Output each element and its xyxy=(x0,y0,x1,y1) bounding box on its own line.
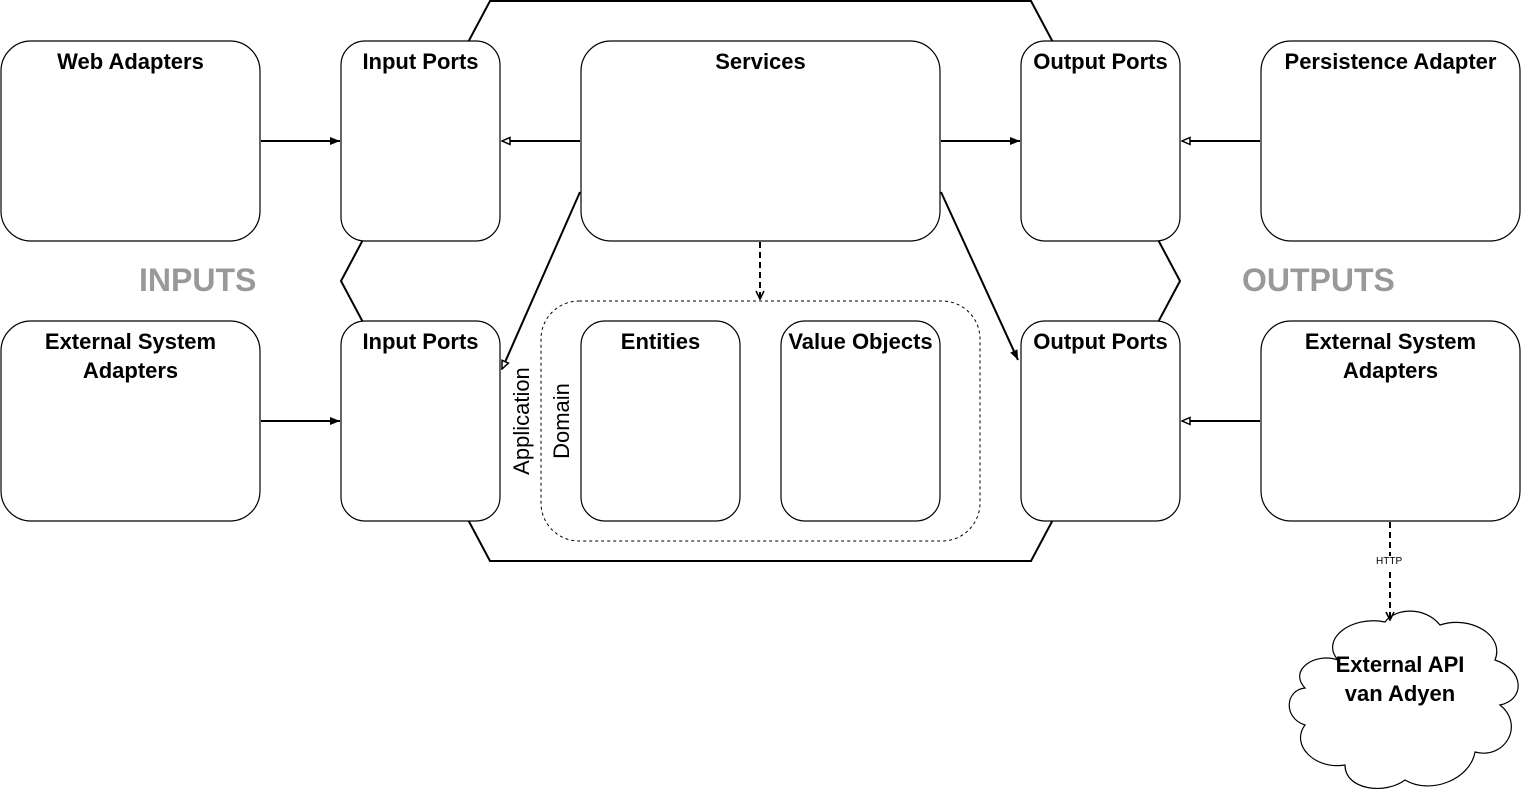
external-api-label-line1: External API xyxy=(1335,652,1465,677)
external-system-adapters-in-label: External System Adapters xyxy=(44,329,217,383)
web-adapters-box xyxy=(0,40,261,242)
value-objects-label: Value Objects xyxy=(788,329,933,354)
input-ports-top-label: Input Ports xyxy=(362,49,479,74)
services-box xyxy=(580,40,941,242)
output-ports-top-label: Output Ports xyxy=(1033,49,1168,74)
output-ports-top-box xyxy=(1020,40,1181,242)
input-ports-top-box xyxy=(340,40,501,242)
external-system-adapters-out-label: External System Adapters xyxy=(1304,329,1477,383)
input-ports-bottom-box xyxy=(340,320,501,522)
input-ports-bottom-label: Input Ports xyxy=(362,329,479,354)
external-api-label-line2: van Adyen xyxy=(1344,681,1456,706)
output-ports-bottom-box xyxy=(1020,320,1181,522)
services-label: Services xyxy=(715,49,806,74)
outputs-region-label: OUTPUTS xyxy=(1242,262,1395,298)
external-system-adapters-in-box xyxy=(0,320,261,522)
domain-region-label: Domain xyxy=(549,383,574,459)
entities-box xyxy=(580,320,741,522)
external-api-cloud xyxy=(1288,610,1519,789)
value-objects-box xyxy=(780,320,941,522)
inputs-region-label: INPUTS xyxy=(139,262,257,298)
web-adapters-label: Web Adapters xyxy=(57,49,204,74)
application-region-label: Application xyxy=(509,367,534,475)
external-system-adapters-out-box xyxy=(1260,320,1521,522)
edge-services-to-output-bottom xyxy=(940,191,1019,361)
entities-label: Entities xyxy=(620,329,701,354)
edge-services-to-input-bottom xyxy=(501,191,581,369)
persistence-adapter-box xyxy=(1260,40,1521,242)
http-edge-label: HTTP xyxy=(1375,556,1404,568)
output-ports-bottom-label: Output Ports xyxy=(1033,329,1168,354)
persistence-adapter-label: Persistence Adapter xyxy=(1284,49,1497,74)
